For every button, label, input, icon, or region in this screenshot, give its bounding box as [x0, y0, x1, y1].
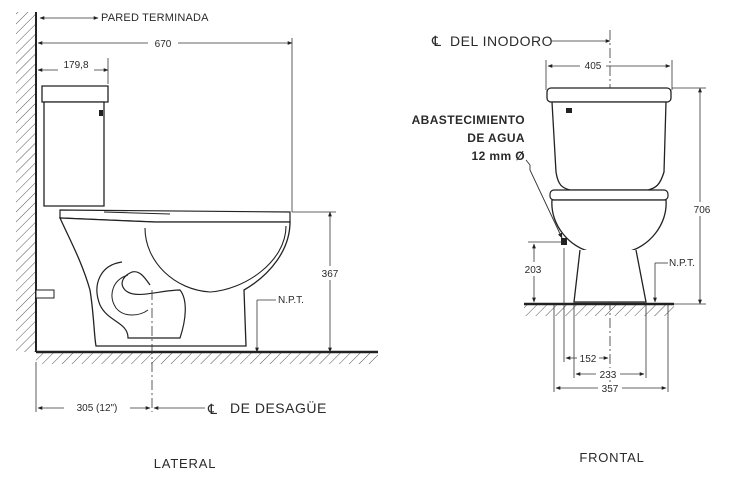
supply-line-3: 12 mm Ø — [472, 149, 526, 163]
dim-supply-height: 203 — [525, 265, 542, 276]
frontal-view: ℄ DEL INODORO 405 ABASTECIMIENTO DE AGUA… — [412, 30, 714, 465]
front-floor-hatch — [524, 304, 674, 316]
center-label: DEL INODORO — [450, 33, 553, 49]
tank-lid — [41, 85, 109, 103]
front-bowl — [551, 199, 667, 253]
bowl-inner — [144, 225, 287, 293]
flush-lever-icon — [99, 110, 103, 116]
npt-label: N.P.T. — [278, 295, 304, 306]
center-symbol: ℄ — [431, 33, 442, 49]
supply-valve-icon — [561, 238, 567, 245]
front-tank-lid — [546, 87, 672, 103]
lateral-view: PARED TERMINADA 670 179,8 367 — [16, 12, 378, 471]
front-tank-body — [551, 101, 667, 191]
dim-357: 357 — [602, 384, 619, 395]
front-pedestal — [573, 249, 647, 303]
dim-width: 405 — [585, 61, 602, 72]
supply-pipe — [35, 289, 55, 299]
dim-152: 152 — [580, 354, 597, 365]
dim-total-height: 706 — [694, 205, 711, 216]
trapway — [96, 261, 186, 339]
drain-label: DE DESAGÜE — [230, 399, 327, 416]
front-seat — [549, 189, 669, 201]
supply-line-2: DE AGUA — [467, 131, 525, 145]
wall-hatch — [16, 12, 36, 352]
front-npt-label: N.P.T. — [669, 258, 695, 269]
bowl-profile — [58, 217, 291, 347]
front-flush-button-icon — [566, 108, 572, 113]
supply-line-1: ABASTECIMIENTO — [412, 113, 525, 127]
wall-label: PARED TERMINADA — [101, 12, 209, 24]
dim-depth: 670 — [155, 39, 172, 50]
tank-body — [43, 101, 105, 207]
dim-drain: 305 (12") — [77, 403, 118, 414]
caption-frontal: FRONTAL — [579, 450, 644, 465]
caption-lateral: LATERAL — [154, 456, 216, 471]
dim-233: 233 — [600, 370, 617, 381]
floor-hatch — [36, 352, 378, 364]
drain-symbol: ℄ — [207, 401, 218, 417]
dim-height: 367 — [322, 269, 339, 280]
dim-tank: 179,8 — [63, 60, 88, 71]
